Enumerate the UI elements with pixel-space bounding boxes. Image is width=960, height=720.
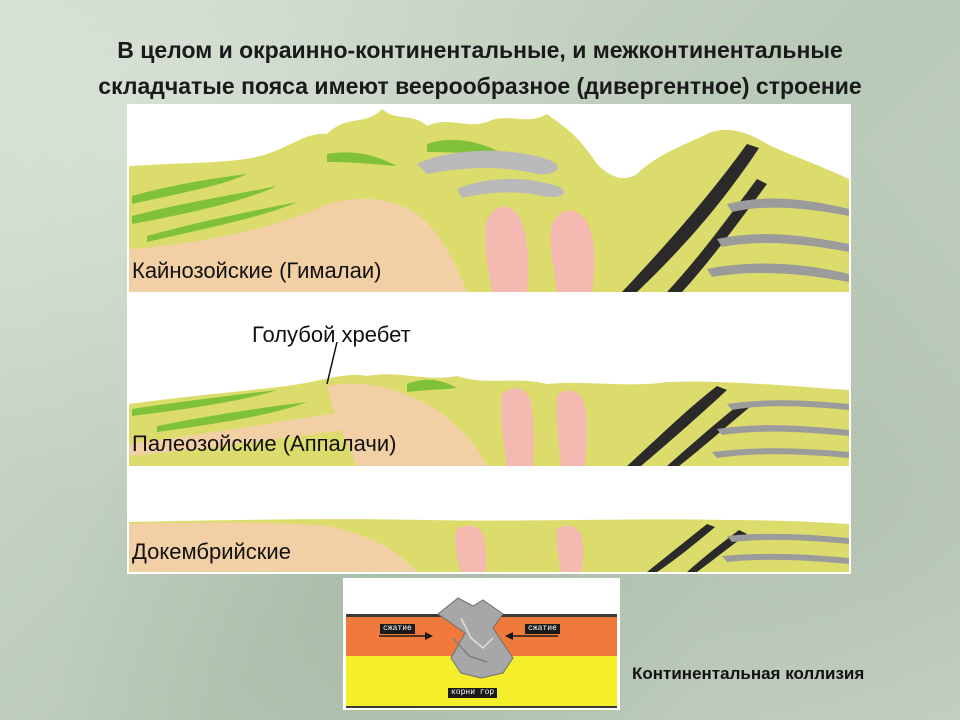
fold-body <box>129 374 849 466</box>
shear-line <box>452 637 488 663</box>
title-line-1: В целом и окраинно-континентальные, и ме… <box>117 37 843 63</box>
collision-caption: Континентальная коллизия <box>632 664 865 683</box>
grey-stripe <box>707 263 849 282</box>
section-label-cenozoic: Кайнозойские (Гималаи) <box>132 258 382 283</box>
crust-wedge <box>129 198 467 292</box>
granite-intrusion <box>455 525 487 572</box>
shear-line <box>460 617 494 650</box>
continental-collision-diagram: сжатие сжатие корни гор <box>343 578 620 710</box>
crust-wedge <box>129 522 417 572</box>
collision-drawing <box>346 597 617 708</box>
section-label-precambrian: Докембрийские <box>132 539 291 564</box>
grey-stripe <box>727 533 849 544</box>
green-layer <box>407 379 457 392</box>
granite-intrusion <box>556 525 584 572</box>
section-precambrian-drawing <box>129 519 849 572</box>
granite-intrusion <box>484 206 529 292</box>
slide-title: В целом и окраинно-континентальные, и ме… <box>0 32 960 104</box>
grey-stripe <box>727 198 849 216</box>
green-layer <box>157 402 307 432</box>
grey-stripe <box>717 425 849 436</box>
granite-intrusion <box>556 390 587 466</box>
green-layer <box>147 202 297 242</box>
dark-thrust <box>667 402 751 466</box>
granite-intrusion <box>500 388 534 466</box>
fold-belt-diagram <box>129 109 849 572</box>
green-layer <box>327 152 397 166</box>
fold-belt-cross-sections: Кайнозойские (Гималаи) Голубой хребет Па… <box>127 104 851 574</box>
annotation-label: Голубой хребет <box>252 322 411 347</box>
grey-stripe <box>722 553 849 564</box>
dark-thrust <box>647 524 715 572</box>
grey-stripe <box>717 234 849 252</box>
dark-thrust <box>627 386 727 466</box>
section-cenozoic-drawing <box>129 109 849 292</box>
green-layer <box>132 174 247 204</box>
arrow-right-head <box>425 632 433 640</box>
green-layer <box>132 390 277 416</box>
crust-wedge <box>327 383 487 466</box>
mountain-wedge <box>437 597 514 679</box>
dark-thrust <box>622 144 759 292</box>
granite-intrusion <box>550 210 595 292</box>
annotation-pointer <box>326 341 338 385</box>
compression-tag-right: сжатие <box>525 624 560 634</box>
grey-stripe <box>727 400 849 410</box>
grey-fold <box>457 178 565 198</box>
compression-tag-left: сжатие <box>380 624 415 634</box>
section-paleozoic-drawing <box>129 341 849 466</box>
grey-stripe <box>712 448 849 458</box>
section-label-paleozoic: Палеозойские (Аппалачи) <box>132 431 397 456</box>
crust-wedge <box>129 412 352 456</box>
grey-fold <box>417 150 558 175</box>
base-line <box>346 706 617 708</box>
roots-tag: корни гор <box>448 688 498 698</box>
title-line-2: складчатые пояса имеют веерообразное (ди… <box>98 73 862 99</box>
arrow-left-head <box>505 632 513 640</box>
green-layer <box>132 186 277 224</box>
